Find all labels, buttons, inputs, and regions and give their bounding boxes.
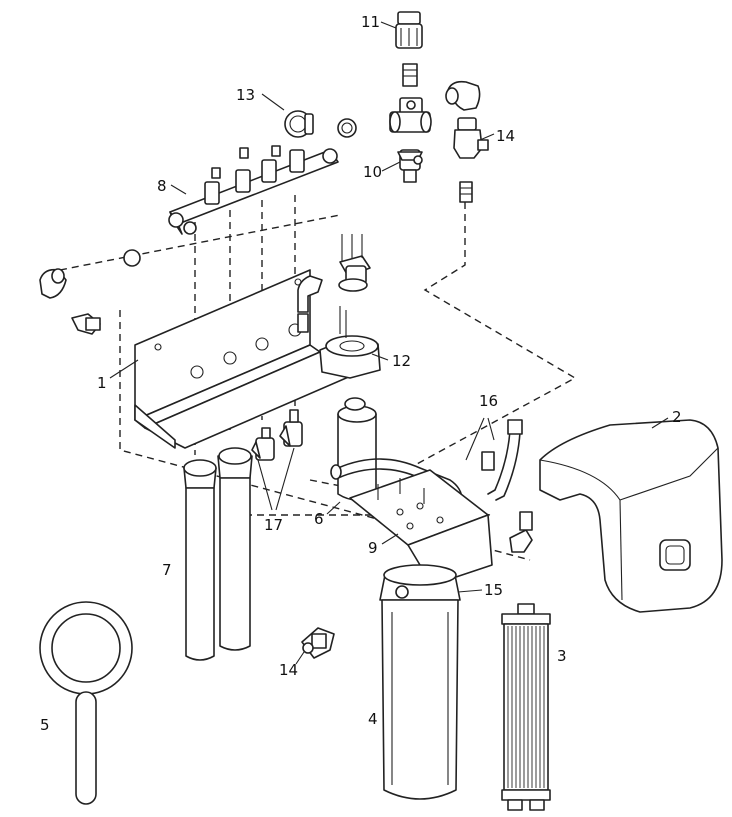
callout-16: 16 bbox=[479, 392, 498, 410]
elbow-fitting-left bbox=[39, 268, 101, 335]
manifold-part-8 bbox=[123, 145, 339, 267]
callout-2: 2 bbox=[672, 408, 682, 426]
cover-part-2 bbox=[539, 419, 723, 613]
leader-lines bbox=[109, 21, 669, 665]
callout-15: 15 bbox=[484, 581, 503, 599]
callout-labels: 1 2 3 4 5 6 7 8 9 10 11 12 13 14 14 15 1… bbox=[40, 13, 682, 734]
callout-11: 11 bbox=[361, 13, 380, 31]
callout-14-top: 14 bbox=[496, 127, 515, 145]
fitting-part-11 bbox=[395, 11, 423, 87]
fitting-part-14-lower bbox=[301, 627, 335, 659]
callout-8: 8 bbox=[157, 177, 167, 195]
pleated-cartridge-part-3 bbox=[501, 603, 551, 811]
mounting-bracket-part-1 bbox=[134, 269, 361, 449]
elbow-fitting-top bbox=[445, 80, 481, 111]
pressure-gauge-part-13 bbox=[284, 110, 357, 138]
callout-3: 3 bbox=[557, 647, 567, 665]
valve-part-14-top bbox=[453, 117, 489, 203]
callout-9: 9 bbox=[368, 539, 378, 557]
wrench-part-5 bbox=[39, 601, 133, 805]
callout-5: 5 bbox=[40, 716, 50, 734]
filter-housing-part-4 bbox=[379, 564, 461, 800]
callout-12: 12 bbox=[392, 352, 411, 370]
callout-17: 17 bbox=[264, 516, 283, 534]
callout-1: 1 bbox=[97, 374, 107, 392]
callout-10: 10 bbox=[363, 163, 382, 181]
callout-7: 7 bbox=[162, 561, 172, 579]
callout-14-lower: 14 bbox=[279, 661, 298, 679]
filter-head-part-12 bbox=[319, 234, 381, 379]
valves-part-17 bbox=[251, 409, 303, 461]
callout-6: 6 bbox=[314, 510, 324, 528]
filter-cartridge-part-6 bbox=[337, 397, 377, 501]
elbow-fitting-right bbox=[509, 511, 533, 553]
callout-13: 13 bbox=[236, 86, 255, 104]
elbow-fitting-bracket bbox=[297, 275, 323, 313]
filter-cartridges-part-7 bbox=[183, 447, 253, 661]
callout-4: 4 bbox=[368, 710, 378, 728]
valve-part-10 bbox=[397, 149, 423, 183]
pleat-lines bbox=[507, 626, 545, 788]
tee-fitting bbox=[389, 97, 432, 133]
